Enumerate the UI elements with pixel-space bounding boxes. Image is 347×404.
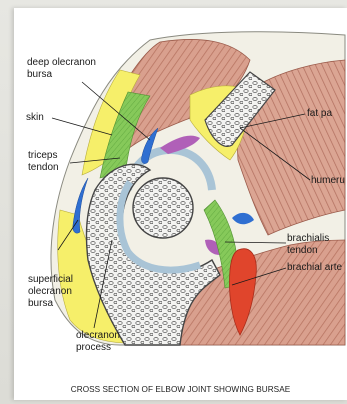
label-superficial-line2: olecranon — [28, 286, 73, 298]
label-triceps-tendon: triceps tendon — [28, 150, 59, 174]
diagram-caption: CROSS SECTION OF ELBOW JOINT SHOWING BUR… — [14, 385, 347, 394]
label-olecranon-process-line2: process — [76, 342, 120, 354]
label-humerus: humeru — [311, 175, 345, 187]
label-superficial-line1: superficial — [28, 274, 73, 286]
label-fat-pad: fat pa — [307, 108, 332, 120]
label-skin: skin — [26, 112, 44, 124]
label-brachialis-tendon-line2: tendon — [287, 245, 329, 257]
label-superficial-line3: bursa — [28, 298, 73, 310]
label-deep-olecranon-bursa-line2: bursa — [27, 69, 96, 81]
label-triceps-tendon-line2: tendon — [28, 162, 59, 174]
label-brachialis-tendon: brachialis tendon — [287, 233, 329, 257]
humerus-trochlea — [133, 178, 193, 238]
label-deep-olecranon-bursa-line1: deep olecranon — [27, 57, 96, 69]
label-triceps-tendon-line1: triceps — [28, 150, 59, 162]
label-deep-olecranon-bursa: deep olecranon bursa — [27, 57, 96, 81]
label-brachialis-tendon-line1: brachialis — [287, 233, 329, 245]
label-superficial-olecranon-bursa: superficial olecranon bursa — [28, 274, 73, 310]
label-olecranon-process: olecranon process — [76, 330, 120, 354]
label-brachial-artery: brachial arte — [287, 262, 342, 274]
label-olecranon-process-line1: olecranon — [76, 330, 120, 342]
